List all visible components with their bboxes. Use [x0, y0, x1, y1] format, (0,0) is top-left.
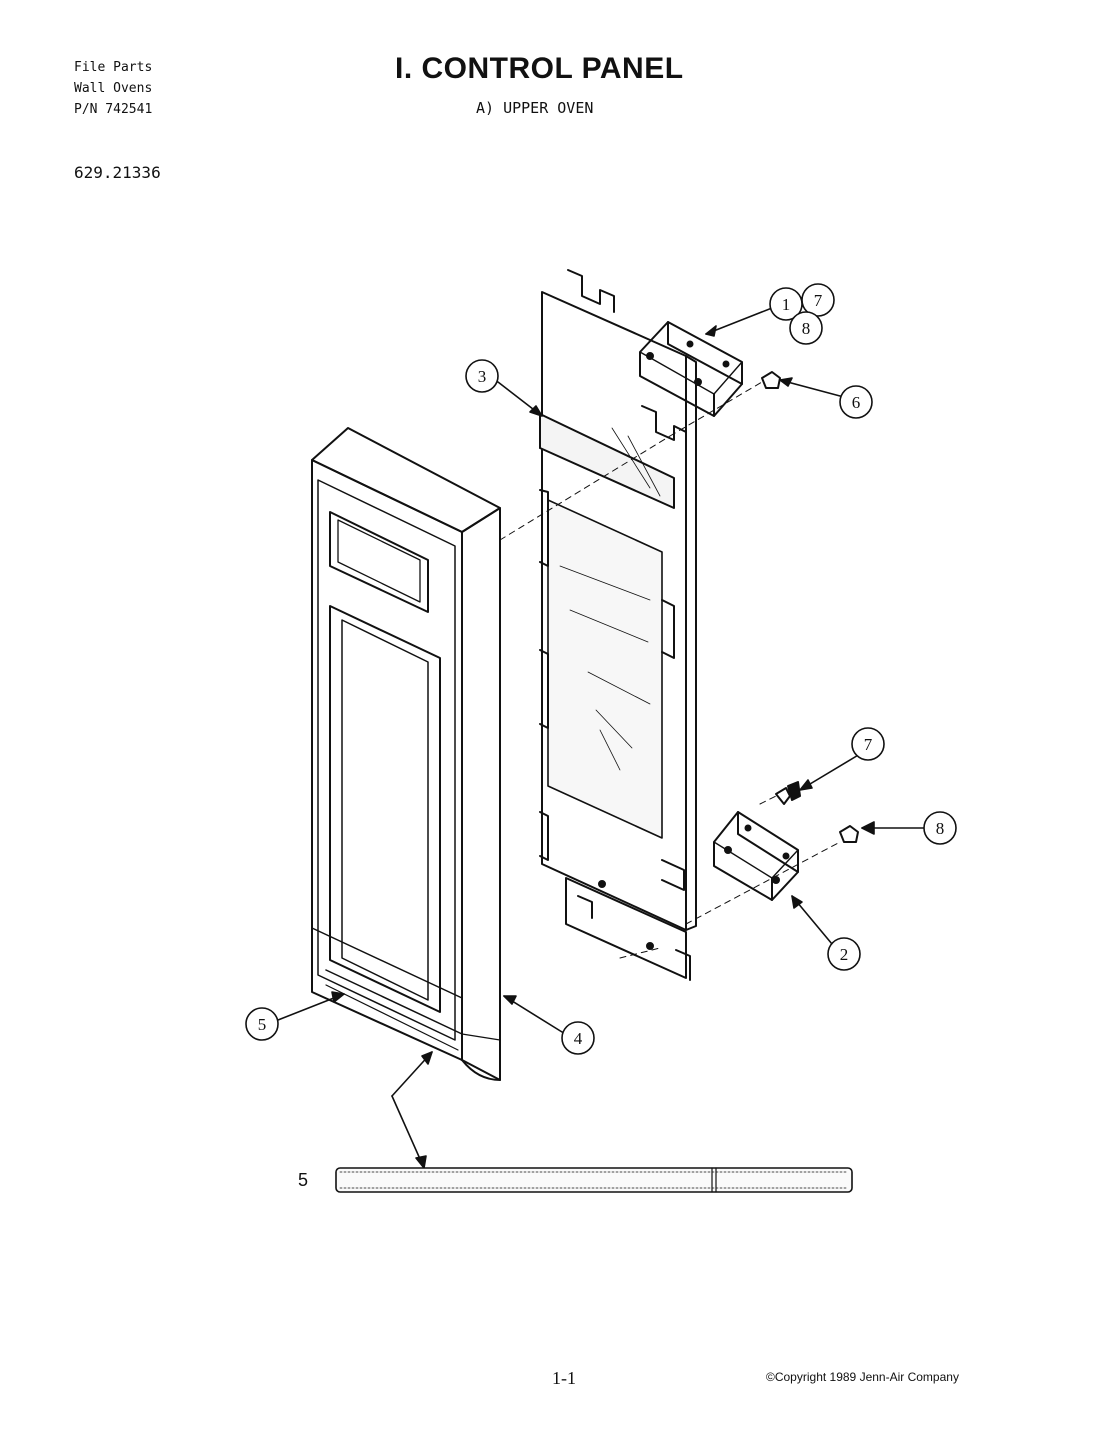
screw-6	[761, 371, 781, 389]
callout-label-6: 6	[852, 393, 861, 412]
callout-circle-7	[851, 727, 885, 761]
callout-circle-4	[561, 1021, 595, 1055]
panel-support-frame	[539, 269, 697, 981]
callout-label-4: 4	[574, 1029, 583, 1048]
callout-circles	[245, 283, 957, 1055]
callout-circle-3	[465, 359, 499, 393]
callout-circle-2	[827, 937, 861, 971]
callout-circle-5	[245, 1007, 279, 1041]
model-number: 629.21336	[74, 163, 161, 182]
header-part-number: P/N 742541	[74, 102, 153, 117]
alignment-lines	[499, 381, 841, 959]
callout-circle-8-top	[789, 311, 823, 345]
bottom-bracket	[713, 811, 799, 901]
trim-strip-label: 5	[298, 1170, 309, 1190]
trim-strip-detail	[335, 1167, 853, 1193]
page-subtitle: A) UPPER OVEN	[476, 99, 594, 117]
callout-label-5: 5	[258, 1015, 267, 1034]
callout-circle-7-top	[801, 283, 835, 317]
header-wall-ovens: Wall Ovens	[74, 81, 153, 96]
header-block: File Parts Wall Ovens P/N 742541	[74, 57, 152, 120]
callout-circle-6	[839, 385, 873, 419]
header-file-parts: File Parts	[74, 60, 153, 75]
page-number: 1-1	[552, 1368, 576, 1388]
callout-label-7-top: 7	[814, 291, 823, 310]
callout-label-3: 3	[478, 367, 487, 386]
callout-numbers: 1 7 8 3 6 7 8 2 5 4	[258, 291, 945, 1048]
callout-label-2: 2	[840, 945, 849, 964]
page-title: I. CONTROL PANEL	[395, 52, 684, 85]
control-panel-front	[311, 427, 501, 1081]
top-bracket	[639, 321, 743, 417]
callout-label-8: 8	[936, 819, 945, 838]
callout-label-7: 7	[864, 735, 873, 754]
callout-circle-8	[923, 811, 957, 845]
callout-label-8-top: 8	[802, 319, 811, 338]
copyright-notice: ©Copyright 1989 Jenn-Air Company	[766, 1370, 959, 1384]
leader-lines	[277, 307, 925, 1169]
callout-label-1: 1	[782, 295, 791, 314]
screw-8	[839, 825, 859, 843]
screw-7	[775, 781, 801, 805]
